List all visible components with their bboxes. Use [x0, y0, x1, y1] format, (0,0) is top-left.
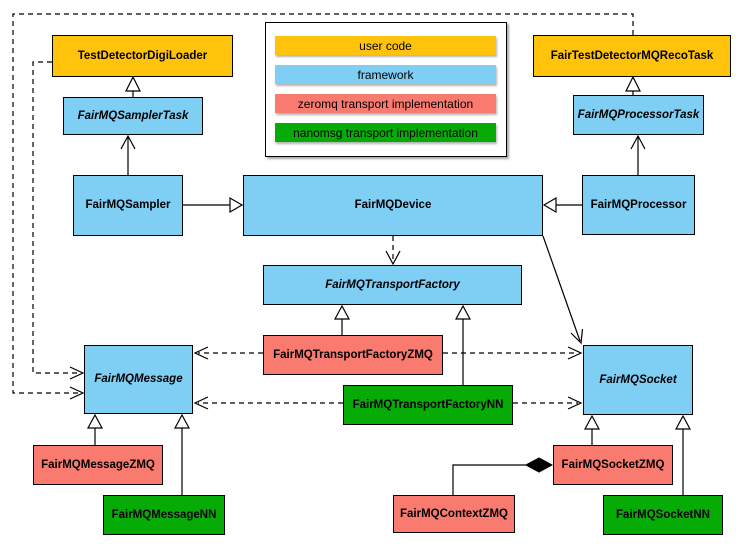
edge-factoryzmq-message	[193, 346, 263, 360]
edge-messagezmq-message	[86, 413, 104, 445]
node-fairmq-socket: FairMQSocket	[583, 345, 693, 415]
legend-panel: user code framework zeromq transport imp…	[265, 22, 507, 157]
edge-factoryzmq-transportfactory	[333, 304, 351, 335]
node-fairmq-transport-factory: FairMQTransportFactory	[263, 265, 522, 305]
node-fairmq-sampler: FairMQSampler	[73, 175, 183, 236]
edge-digiloader-samplertask	[125, 75, 141, 97]
edge-factorynn-message	[193, 396, 343, 410]
edge-factorynn-transportfactory	[454, 304, 472, 385]
edge-device-transportfactory	[385, 236, 401, 266]
edge-contextzmq-socketzmq	[452, 457, 554, 495]
node-fairmq-transport-factory-nn: FairMQTransportFactoryNN	[343, 385, 513, 425]
edge-socketzmq-socket	[583, 414, 601, 445]
edge-recotask-processortask	[625, 75, 641, 95]
edge-socketnn-socket	[674, 414, 692, 495]
node-fairmq-context-zmq: FairMQContextZMQ	[393, 495, 515, 533]
node-fairmq-message-zmq: FairMQMessageZMQ	[33, 445, 163, 485]
edge-messagenn-message	[173, 413, 191, 495]
legend-item-framework: framework	[275, 65, 496, 84]
edge-factoryzmq-socket	[443, 346, 583, 360]
node-fairmq-message-nn: FairMQMessageNN	[103, 495, 225, 535]
node-fairmq-socket-nn: FairMQSocketNN	[603, 495, 723, 535]
edge-processor-processortask	[630, 134, 646, 175]
node-fair-test-detector-mq-reco-task: FairTestDetectorMQRecoTask	[533, 35, 731, 77]
edge-sampler-device	[183, 196, 244, 214]
node-test-detector-digi-loader: TestDetectorDigiLoader	[52, 35, 233, 77]
edge-sampler-samplertask	[120, 134, 136, 175]
node-fairmq-message: FairMQMessage	[84, 345, 193, 414]
node-fairmq-sampler-task: FairMQSamplerTask	[63, 97, 203, 135]
node-fairmq-processor-task: FairMQProcessorTask	[573, 95, 704, 135]
node-fairmq-device: FairMQDevice	[243, 175, 543, 236]
node-fairmq-processor: FairMQProcessor	[582, 175, 695, 235]
edge-device-socket	[542, 235, 584, 345]
legend-item-user-code: user code	[275, 36, 496, 55]
legend-item-zeromq: zeromq transport implementation	[275, 94, 496, 113]
edge-factorynn-socket	[513, 396, 583, 410]
node-fairmq-socket-zmq: FairMQSocketZMQ	[553, 445, 673, 485]
legend-item-nanomsg: nanomsg transport implementation	[275, 123, 496, 142]
edge-processor-device	[542, 196, 582, 214]
node-fairmq-transport-factory-zmq: FairMQTransportFactoryZMQ	[263, 335, 443, 375]
